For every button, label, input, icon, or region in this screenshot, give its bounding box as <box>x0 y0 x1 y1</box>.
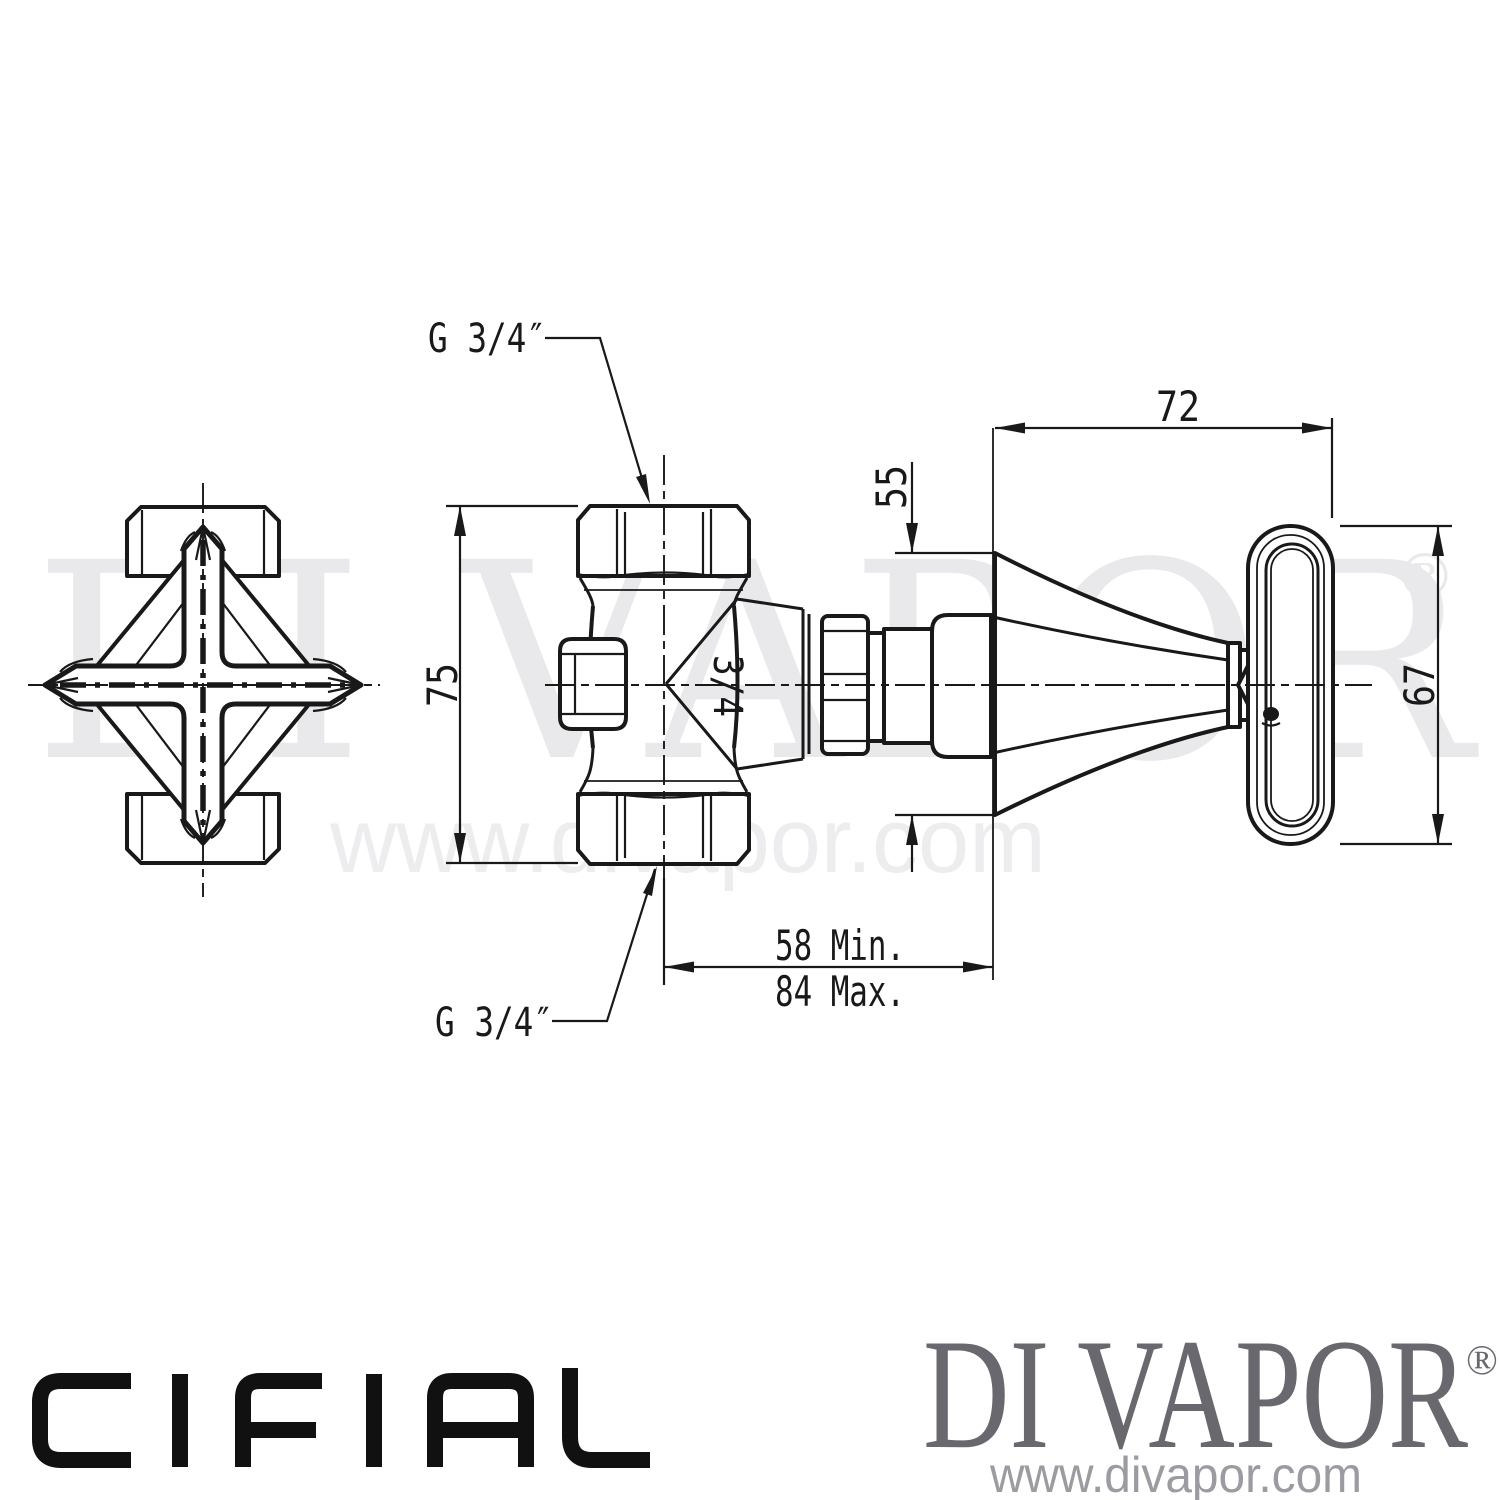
side-view-handle-assembly <box>545 428 1372 980</box>
dimension-55-value: 55 <box>867 465 916 509</box>
divapor-logo: DI VAPOR ® www.divapor.com <box>923 1307 1498 1500</box>
stem-ring <box>866 631 886 743</box>
dimension-depth: 58 Min. 84 Max. <box>662 878 993 1016</box>
dimension-depth-max-value: 84 Max. <box>775 967 905 1016</box>
dimension-67-value: 67 <box>1395 663 1444 707</box>
dimension-72-value: 72 <box>1156 382 1200 431</box>
wall-bushing <box>930 613 993 759</box>
watermark-registered-mark: ® <box>1394 540 1456 613</box>
handle-screw <box>1263 707 1279 721</box>
cifial-logo <box>32 1368 650 1468</box>
dimension-67: 67 <box>1340 524 1452 846</box>
valve-outlet-boss <box>558 637 628 731</box>
divapor-logo-text: DI VAPOR <box>923 1307 1468 1482</box>
label-thread-bottom: G 3/4″ <box>435 866 657 1046</box>
cifial-letter-c <box>32 1373 131 1468</box>
dimension-depth-min-value: 58 Min. <box>775 921 905 970</box>
dimension-75: 75 <box>418 504 578 865</box>
side-view-valve-body: 3/4 <box>558 455 993 903</box>
dimensions: 75 55 72 67 58 Min. 84 <box>418 316 1452 1046</box>
label-thread-bottom-text: G 3/4″ <box>435 1000 553 1046</box>
divapor-url-text: www.divapor.com <box>989 1447 1362 1500</box>
body-size-marking: 3/4 <box>704 655 750 717</box>
valve-cone <box>664 597 804 771</box>
dimension-55: 55 <box>867 462 993 872</box>
dimension-75-value: 75 <box>418 663 467 707</box>
dimension-72: 72 <box>995 382 1334 518</box>
label-thread-top-text: G 3/4″ <box>428 316 546 362</box>
front-centerlines <box>28 483 380 897</box>
divapor-registered-mark: ® <box>1466 1338 1498 1384</box>
stem-cylinder <box>882 627 934 745</box>
cifial-letter-f <box>235 1373 322 1467</box>
cifial-letter-a <box>427 1373 534 1467</box>
label-thread-top: G 3/4″ <box>428 316 650 504</box>
cifial-letter-l <box>562 1368 650 1468</box>
front-view-cross-handle <box>28 483 380 897</box>
